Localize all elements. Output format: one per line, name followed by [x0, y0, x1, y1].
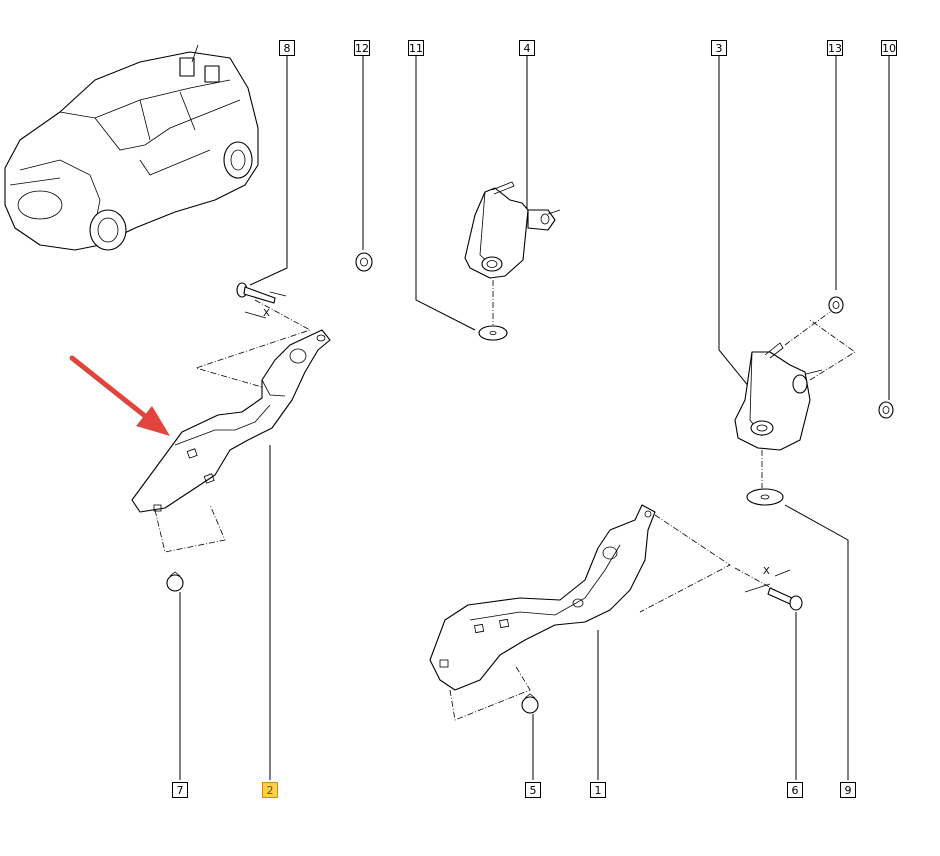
part-11-washer	[415, 56, 508, 341]
callout-13[interactable]: 13	[827, 40, 843, 56]
part-5-nut	[521, 693, 539, 780]
callout-1[interactable]: 1	[590, 782, 606, 798]
part-4-hinge	[464, 56, 561, 325]
callout-7[interactable]: 7	[172, 782, 188, 798]
callout-6[interactable]: 6	[787, 782, 803, 798]
part-9-washer	[746, 488, 849, 780]
callout-9[interactable]: 9	[840, 782, 856, 798]
part-13-nut	[828, 56, 844, 314]
red-arrow-indicator	[69, 355, 170, 436]
callout-8[interactable]: 8	[279, 40, 295, 56]
callout-12[interactable]: 12	[354, 40, 370, 56]
part-6-bolt: X	[744, 566, 803, 780]
callout-3[interactable]: 3	[711, 40, 727, 56]
part-7-nut	[166, 571, 184, 780]
callout-4[interactable]: 4	[519, 40, 535, 56]
car-illustration	[4, 44, 259, 251]
part-1-bracket	[429, 504, 776, 780]
callout-5[interactable]: 5	[525, 782, 541, 798]
callout-2-highlighted[interactable]: 2	[262, 782, 278, 798]
callout-10[interactable]: 10	[881, 40, 897, 56]
callout-11[interactable]: 11	[408, 40, 424, 56]
part-10-nut	[878, 56, 894, 419]
part-3-hinge	[718, 56, 856, 488]
part-12-nut	[355, 55, 373, 272]
dimension-x-left: X	[263, 308, 270, 319]
dimension-x-right: X	[763, 566, 770, 577]
part-2-bracket	[131, 299, 331, 780]
part-8-bolt: X	[236, 56, 288, 319]
